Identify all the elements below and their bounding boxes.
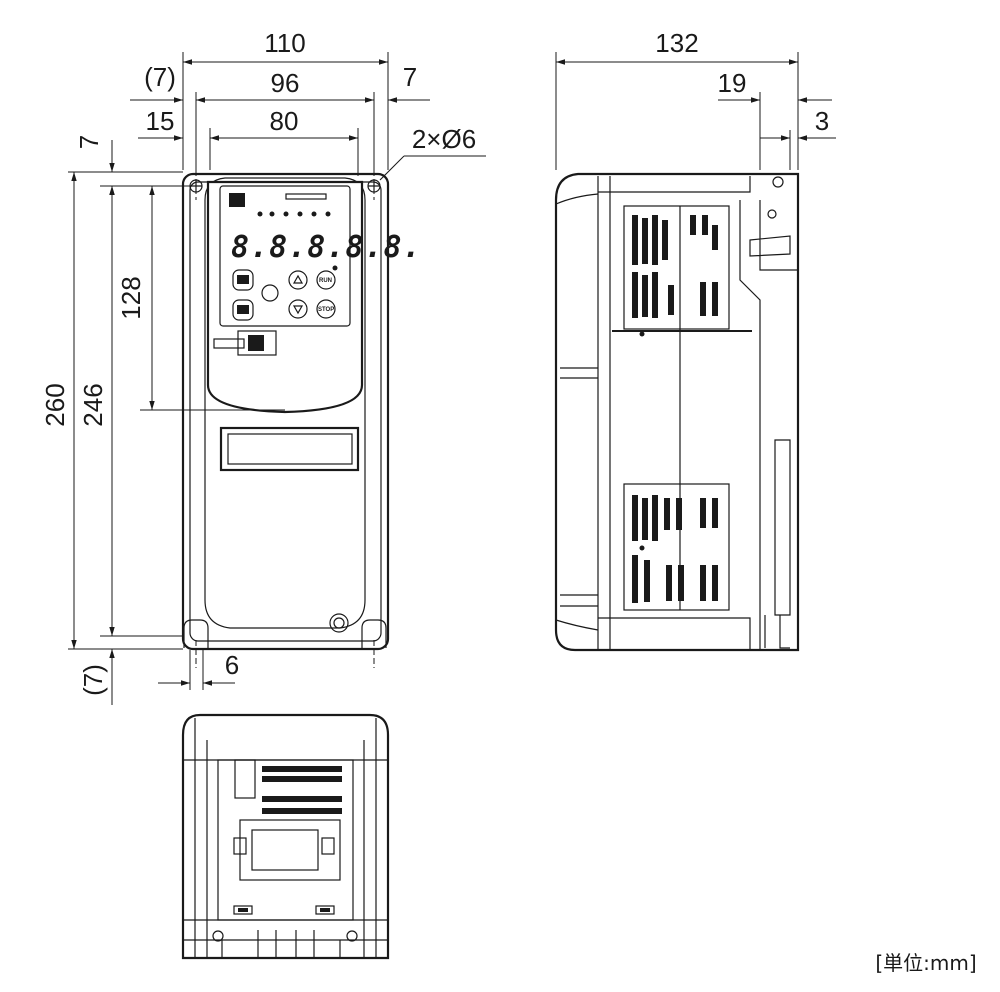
enter-key (261, 284, 279, 302)
side-view (554, 172, 800, 652)
stop-key-label: STOP (318, 307, 334, 313)
front-dimensions: 110 96 (7) 7 15 80 2×Ø6 7 128 260 246 (40, 28, 486, 705)
seven-segment-display: 8.8.8.8.8. (231, 230, 422, 265)
side-dimensions: 132 19 3 (555, 28, 836, 170)
run-key-label: RUN (319, 278, 332, 284)
run-key (316, 270, 336, 290)
upper-terminal-block (623, 205, 730, 330)
bottom-terminal-details (262, 766, 342, 814)
control-terminal (234, 759, 256, 799)
status-leds (257, 193, 331, 217)
terminal-details (632, 215, 718, 603)
dim-110: 110 (264, 28, 305, 58)
dim-80: 80 (270, 106, 299, 136)
dim-260: 260 (40, 383, 70, 426)
dim-7-bottom: (7) (78, 664, 108, 696)
keypad-buttons: RUN STOP (232, 265, 338, 321)
dim-7-left: (7) (144, 62, 176, 92)
operator-panel-bezel (206, 180, 364, 414)
dim-3: 3 (815, 106, 829, 136)
dim-128: 128 (116, 276, 146, 319)
up-key (288, 270, 308, 290)
dim-6: 6 (225, 650, 239, 680)
brand-logo (229, 193, 245, 207)
power-terminal (239, 819, 341, 881)
side-mount-hole (772, 176, 784, 188)
dim-132: 132 (655, 28, 698, 58)
dim-7-top: 7 (74, 135, 104, 149)
panel-connector (213, 330, 277, 356)
front-view: 8.8.8.8.8. RUN STOP (181, 170, 422, 668)
bottom-vent-left (233, 905, 253, 915)
keypad-area (219, 185, 351, 327)
dim-mount-holes: 2×Ø6 (412, 124, 476, 154)
bottom-vent-right (315, 905, 335, 915)
side-housing (554, 172, 800, 652)
dim-7-right: 7 (403, 62, 417, 92)
terminal-cavity (217, 759, 354, 921)
stop-key (316, 299, 336, 319)
mount-slot-bottom-left (183, 619, 209, 648)
dim-246: 246 (78, 383, 108, 426)
bottom-view (181, 713, 390, 960)
unit-label: [単位:mm] (875, 951, 976, 975)
dim-19: 19 (718, 68, 747, 98)
bottom-housing (181, 713, 390, 960)
lower-terminal-block (623, 483, 730, 611)
side-rail (774, 439, 791, 616)
mount-slot-bottom-right (361, 619, 387, 648)
front-window (219, 426, 360, 472)
dim-96: 96 (271, 68, 300, 98)
front-housing (181, 172, 390, 651)
cover-screw (329, 613, 349, 633)
front-cover (204, 177, 366, 629)
dim-15: 15 (146, 106, 175, 136)
down-key (288, 299, 308, 319)
